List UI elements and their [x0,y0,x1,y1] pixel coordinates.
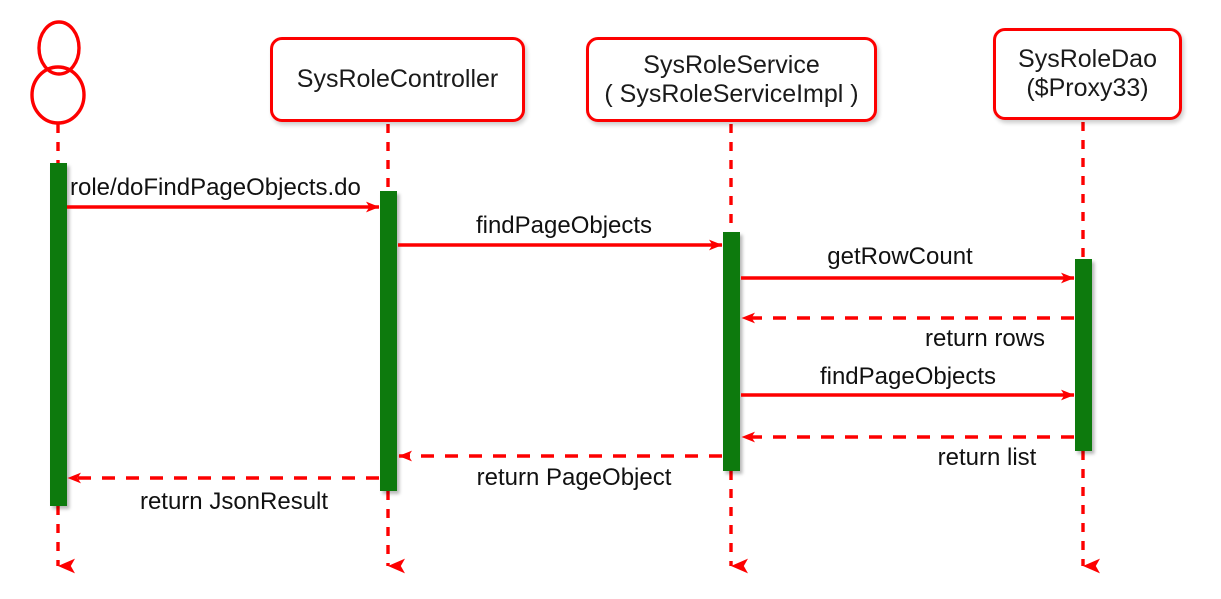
message-label-1: role/doFindPageObjects.do [70,174,361,201]
participant-subtitle-service: ( SysRoleServiceImpl ) [604,79,859,108]
activation-bar-controller [380,191,397,491]
participant-box-controller[interactable]: SysRoleController [270,37,525,122]
message-label-8: return JsonResult [139,488,329,515]
message-label-3: getRowCount [827,243,973,270]
message-label-5: findPageObjects [819,363,997,390]
participant-box-service[interactable]: SysRoleService ( SysRoleServiceImpl ) [586,37,877,122]
participant-name-service: SysRoleService [643,50,820,79]
participant-name-dao: SysRoleDao [1018,45,1157,73]
message-label-4: return rows [924,325,1046,352]
activation-bar-service [723,232,740,471]
activation-bar-dao [1075,259,1092,451]
message-label-7: return PageObject [476,464,672,491]
activation-bar-actor [50,163,67,506]
actor-icon [30,20,86,125]
participant-name-controller: SysRoleController [296,65,499,93]
message-label-2: findPageObjects [475,212,653,239]
participant-subtitle-dao: ($Proxy33) [1026,74,1149,102]
participant-box-dao[interactable]: SysRoleDao ($Proxy33) [993,28,1182,120]
message-label-6: return list [937,444,1037,471]
